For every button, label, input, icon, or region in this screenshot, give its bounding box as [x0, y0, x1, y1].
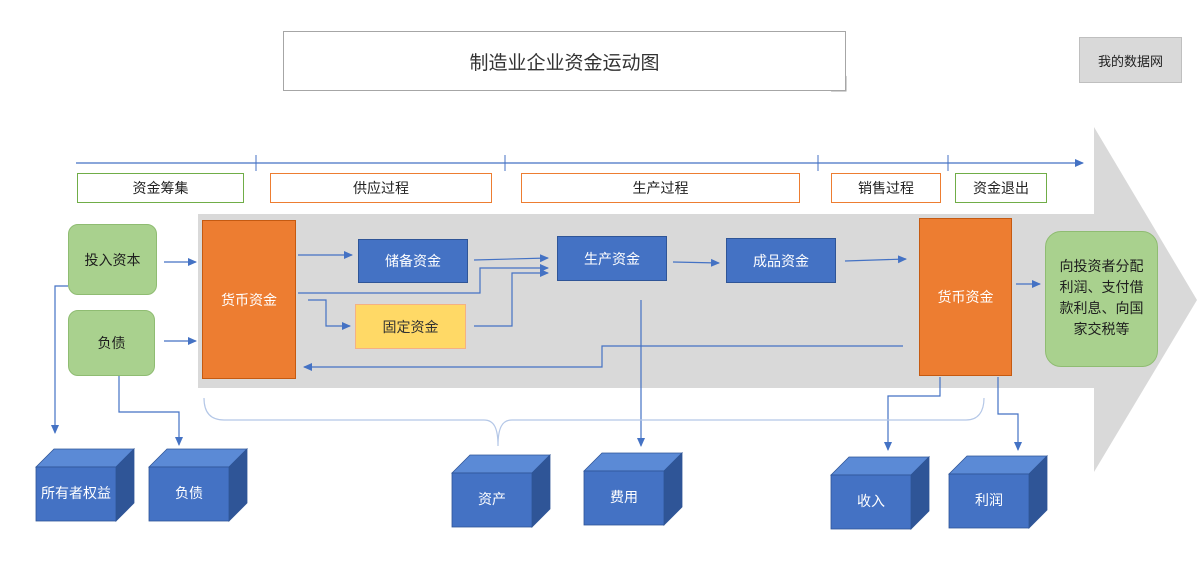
source-debt: 负债 [68, 310, 155, 376]
node-finished: 成品资金 [726, 238, 836, 283]
cube-income-label: 收入 [857, 494, 885, 510]
cube-profit-label: 利润 [975, 493, 1003, 509]
cube-equity-label: 所有者权益 [41, 486, 111, 502]
cube-income [830, 456, 930, 530]
node-distribution: 向投资者分配利润、支付借款利息、向国家交税等 [1045, 231, 1158, 367]
source-capital: 投入资本 [68, 224, 157, 295]
stage-raising: 资金筹集 [77, 173, 244, 203]
stage-sales: 销售过程 [831, 173, 941, 203]
assets-brace [203, 397, 985, 447]
node-money-left: 货币资金 [202, 220, 296, 379]
cube-assets-label: 资产 [478, 492, 506, 508]
cube-assets [451, 454, 551, 528]
stage-supply: 供应过程 [270, 173, 492, 203]
cube-expenses [583, 452, 683, 526]
stage-production: 生产过程 [521, 173, 800, 203]
node-reserve: 储备资金 [358, 239, 468, 283]
flow-arrow-background [198, 127, 1197, 472]
stage-exit: 资金退出 [955, 173, 1047, 203]
cube-liability [148, 448, 248, 522]
diagram-title: 制造业企业资金运动图 [283, 31, 846, 91]
node-production: 生产资金 [557, 236, 667, 281]
connectors [51, 251, 1041, 451]
node-fixed: 固定资金 [355, 304, 466, 349]
cube-expenses-label: 费用 [610, 490, 638, 506]
cube-equity [35, 448, 135, 522]
cube-profit [948, 455, 1048, 529]
timeline [76, 155, 1084, 171]
node-money-right: 货币资金 [919, 218, 1012, 376]
cube-liability-label: 负债 [175, 486, 203, 502]
brand-label: 我的数据网 [1079, 37, 1182, 83]
